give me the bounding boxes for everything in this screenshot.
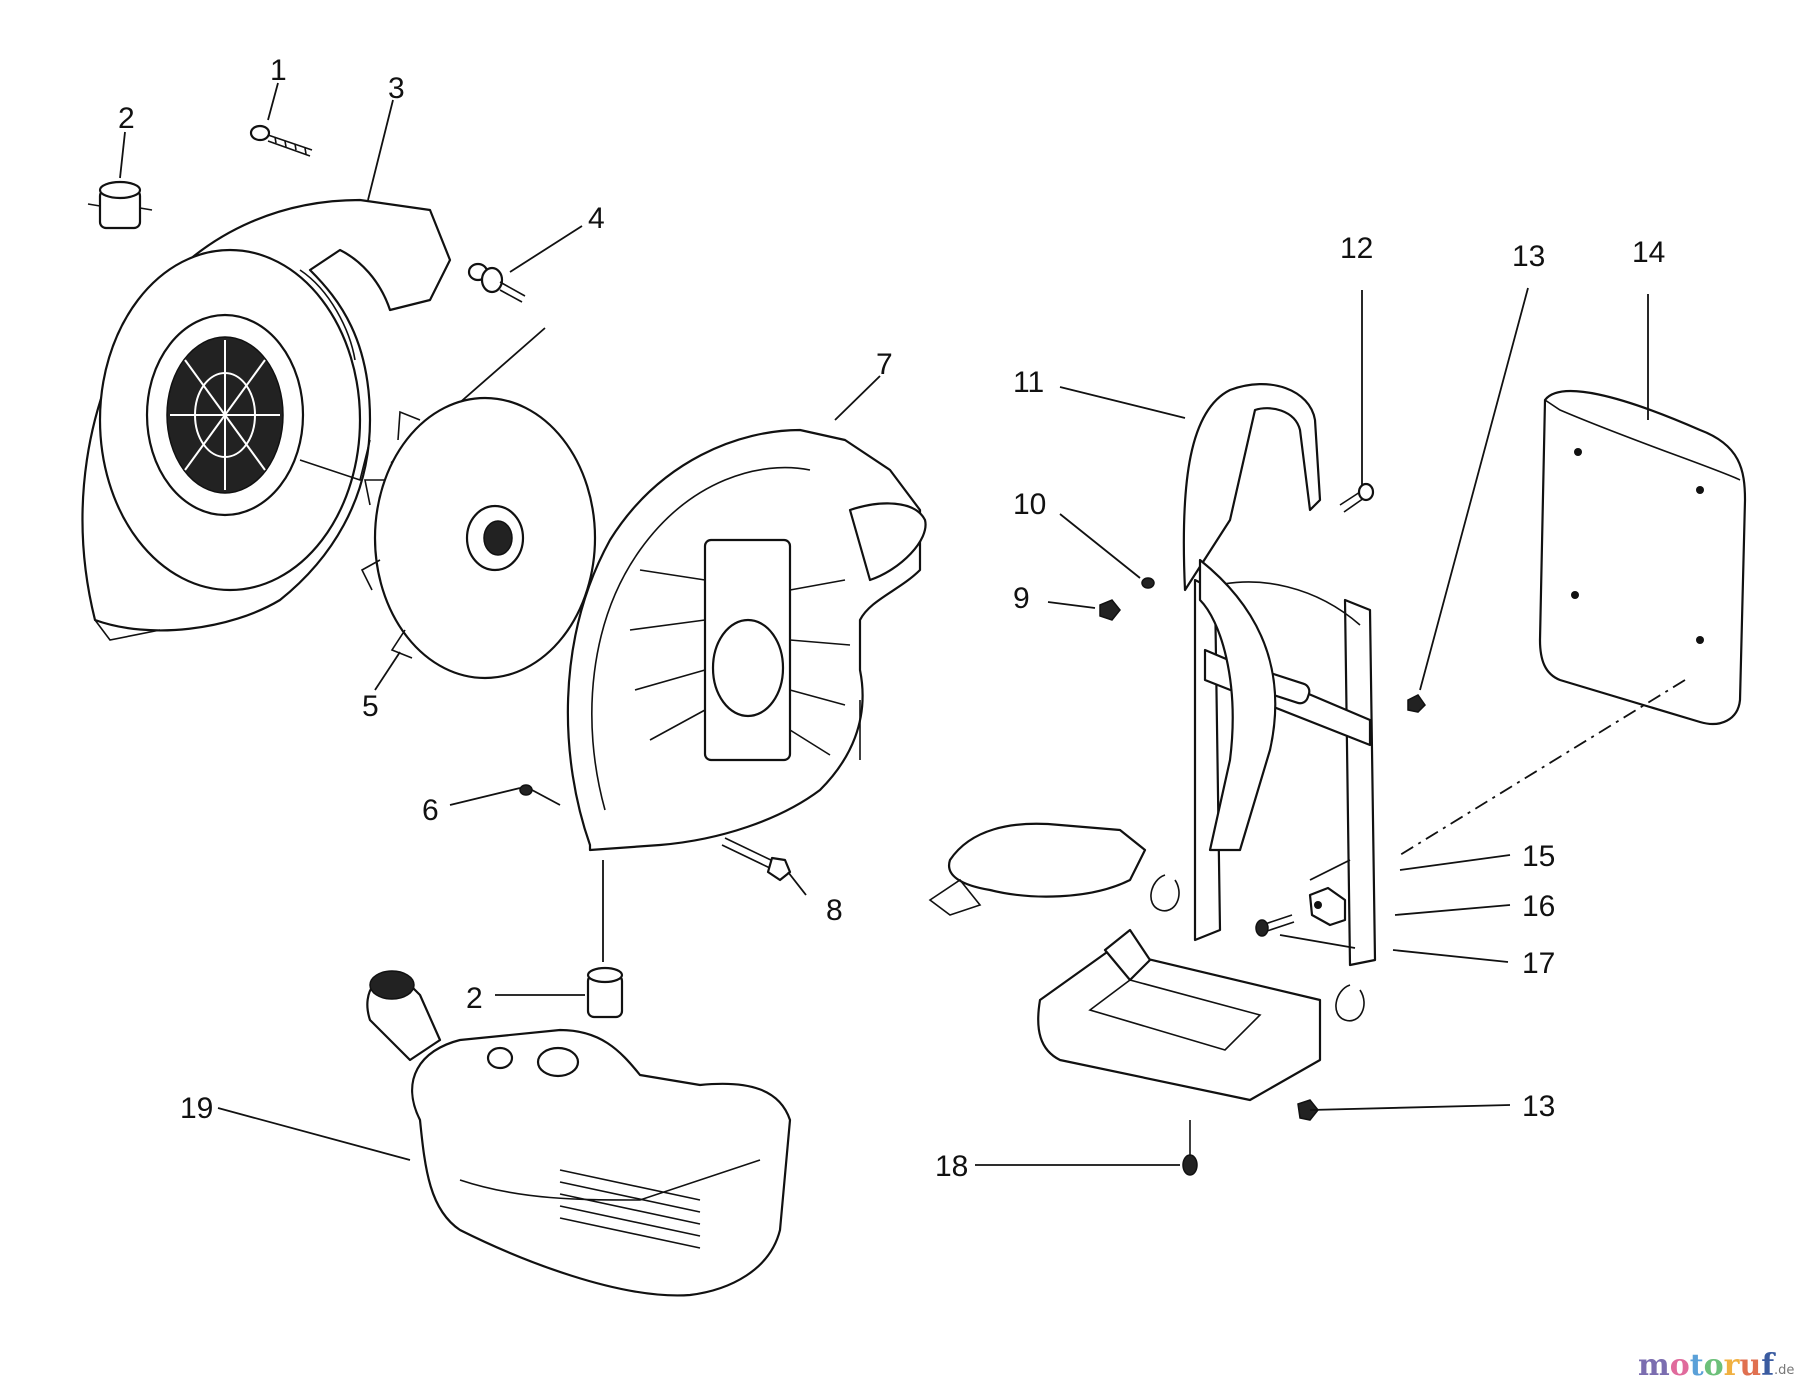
callout-2-top: 2 <box>118 102 135 135</box>
motoruf-watermark: motoruf .de <box>1638 1348 1794 1383</box>
callout-9: 9 <box>1013 582 1030 615</box>
nut-13-bottom <box>1297 1099 1319 1121</box>
callout-8: 8 <box>826 894 843 927</box>
back-pad <box>1538 389 1747 726</box>
rubber-mount-bottom <box>586 966 624 1019</box>
callout-13-top: 13 <box>1512 240 1545 273</box>
callout-10: 10 <box>1013 488 1046 521</box>
callout-19: 19 <box>180 1092 213 1125</box>
screw-12 <box>1339 482 1375 513</box>
screw-18 <box>1182 1120 1198 1176</box>
callout-6: 6 <box>422 794 439 827</box>
callout-3: 3 <box>388 72 405 105</box>
screw-17 <box>1255 914 1295 937</box>
callout-4: 4 <box>588 202 605 235</box>
callout-1: 1 <box>270 54 287 87</box>
screw-4 <box>467 262 526 303</box>
leader-lines <box>119 82 1686 1166</box>
rubber-mount-top <box>87 180 153 230</box>
wm-letter-u: u <box>1739 1348 1761 1383</box>
tank-vents <box>559 1169 701 1249</box>
blower-housing-front <box>566 428 927 852</box>
wm-letter-o1: o <box>1670 1348 1690 1383</box>
housing-ribs <box>629 569 851 756</box>
callout-numbers: 1 2 3 4 5 6 7 8 2 19 11 10 9 12 13 14 15… <box>118 54 1665 1183</box>
blower-housing-back <box>81 198 452 641</box>
screw-1 <box>249 124 313 157</box>
callout-12: 12 <box>1340 232 1373 265</box>
svg-text:motoruf: motoruf <box>1638 1348 1776 1383</box>
screw-6 <box>519 784 533 796</box>
callout-11: 11 <box>1013 366 1044 399</box>
wm-letter-r: r <box>1724 1348 1741 1383</box>
callout-14: 14 <box>1632 236 1665 269</box>
callout-5: 5 <box>362 690 379 723</box>
clamp-15 <box>1308 886 1347 927</box>
nut-9 <box>1099 599 1121 621</box>
washer-10 <box>1141 577 1155 589</box>
callout-16: 16 <box>1522 890 1555 923</box>
callout-2-bottom: 2 <box>466 982 483 1015</box>
nut-13-top <box>1407 694 1426 713</box>
callout-18: 18 <box>935 1150 968 1183</box>
callout-13-bottom: 13 <box>1522 1090 1555 1123</box>
callout-17: 17 <box>1522 947 1555 980</box>
wm-letter-t: t <box>1690 1348 1704 1383</box>
wm-letter-f: f <box>1761 1348 1776 1383</box>
fan-impeller <box>360 396 597 680</box>
wm-tld: .de <box>1774 1363 1794 1378</box>
callout-7: 7 <box>876 348 893 381</box>
backpack-frame <box>928 383 1377 1102</box>
fuel-tank <box>366 970 792 1297</box>
bolt-8 <box>721 837 792 882</box>
wm-letter-o2: o <box>1704 1348 1724 1383</box>
grille-lines <box>170 340 280 490</box>
wm-letter-m: m <box>1638 1348 1670 1383</box>
callout-15: 15 <box>1522 840 1555 873</box>
